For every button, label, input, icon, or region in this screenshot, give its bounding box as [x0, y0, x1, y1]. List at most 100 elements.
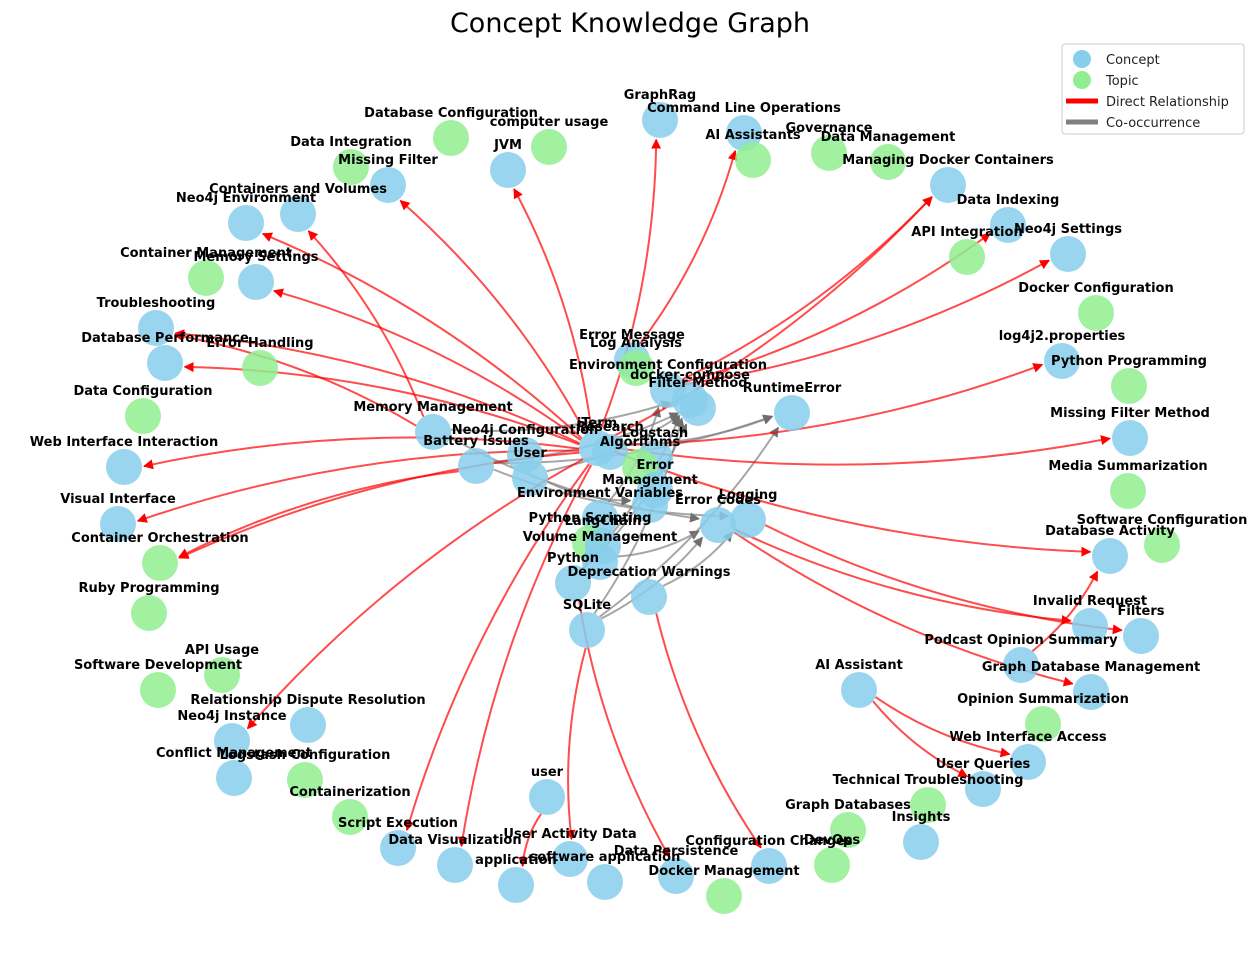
node-label-datamgmt: Data Management [821, 130, 956, 145]
node-label-neo4jinstance: Neo4j Instance [177, 709, 286, 724]
direct-relationship-edge [734, 528, 1072, 625]
topic-node-rubyprog[interactable] [131, 595, 167, 631]
node-label-dockermgmt: Docker Management [648, 864, 799, 879]
topic-node-errorhandling[interactable] [242, 350, 278, 386]
concept-node-dbactivity[interactable] [1092, 538, 1128, 574]
concept-node-userqueries[interactable] [965, 771, 1001, 807]
concept-node-graphrag[interactable] [642, 102, 678, 138]
topic-node-softwareconfig[interactable] [1144, 527, 1180, 563]
topic-node-governance[interactable] [811, 135, 847, 171]
concept-node-dbperformance[interactable] [147, 345, 183, 381]
concept-node-memorymgmt[interactable] [415, 414, 451, 450]
topic-node-containerorch[interactable] [142, 545, 178, 581]
concept-node-deprecation[interactable] [631, 579, 667, 615]
node-label-dataindexing: Data Indexing [957, 193, 1060, 208]
node-label-podcastopinion: Podcast Opinion Summary [924, 633, 1118, 648]
concept-node-user2[interactable] [529, 779, 565, 815]
node-label-rubyprog: Ruby Programming [78, 581, 219, 596]
concept-node-errorcodes[interactable] [700, 507, 736, 543]
concept-node-user[interactable] [512, 460, 548, 496]
topic-node-apiintegration[interactable] [949, 239, 985, 275]
node-label-containersvolumes: Containers and Volumes [209, 182, 387, 197]
concept-node-podcastopinion[interactable] [1003, 647, 1039, 683]
concept-node-conflictmgmt[interactable] [216, 760, 252, 796]
concept-node-graphdbmgmt[interactable] [1073, 674, 1109, 710]
concept-node-jvm[interactable] [490, 152, 526, 188]
topic-node-dockermgmt[interactable] [706, 878, 742, 914]
direct-relationship-edge [655, 613, 762, 849]
node-label-envvars: Environment Variables [517, 486, 683, 501]
concept-node-containersvolumes[interactable] [280, 196, 316, 232]
concept-node-invalidrequest[interactable] [1072, 608, 1108, 644]
concept-node-webinterfaceaccess[interactable] [1010, 744, 1046, 780]
legend-direct-label: Direct Relationship [1106, 95, 1229, 110]
concept-node-aiassistant[interactable] [841, 672, 877, 708]
topic-node-opinionsummarization[interactable] [1025, 706, 1061, 742]
node-label-sqlite: SQLite [563, 598, 611, 613]
concept-node-python[interactable] [555, 565, 591, 601]
concept-node-relationshipdispute[interactable] [290, 707, 326, 743]
topic-node-mediasummarization[interactable] [1110, 473, 1146, 509]
topic-node-computerusage[interactable] [531, 129, 567, 165]
concept-node-scriptexecution[interactable] [380, 830, 416, 866]
concept-node-websearch[interactable] [592, 434, 628, 470]
node-label-dbactivity: Database Activity [1045, 524, 1175, 539]
concept-node-batteryissues[interactable] [458, 448, 494, 484]
concept-node-datapersistence[interactable] [658, 858, 694, 894]
concept-node-missingfiltermethod[interactable] [1112, 420, 1148, 456]
concept-node-filtermethod[interactable] [680, 390, 716, 426]
topic-node-containerization[interactable] [332, 799, 368, 835]
topic-node-dataintegration[interactable] [333, 149, 369, 185]
topic-node-techtroubleshooting[interactable] [910, 787, 946, 823]
topic-node-logstashconfig[interactable] [287, 762, 323, 798]
direct-relationship-edge [614, 435, 1111, 466]
node-label-configchanges: Configuration Changes [685, 834, 852, 849]
topic-node-graphdatabases[interactable] [830, 812, 866, 848]
node-label-pythonscripting: Python Scripting [529, 511, 652, 526]
topic-node-devops[interactable] [814, 847, 850, 883]
concept-node-neo4jenv[interactable] [228, 205, 264, 241]
concept-node-runtimeerror[interactable] [774, 395, 810, 431]
concept-node-filters[interactable] [1123, 618, 1159, 654]
node-label-batteryissues: Battery Issues [423, 434, 529, 449]
node-label-application: application [475, 853, 557, 868]
concept-node-softwareapp[interactable] [587, 864, 623, 900]
node-label-dbconfig: Database Configuration [364, 106, 538, 121]
concept-node-webinterface[interactable] [106, 449, 142, 485]
concept-node-application[interactable] [498, 867, 534, 903]
concept-node-dataviz[interactable] [437, 847, 473, 883]
topic-node-loganalysis[interactable] [618, 350, 654, 386]
node-label-dbperformance: Database Performance [81, 331, 249, 346]
concept-node-managingdocker[interactable] [930, 167, 966, 203]
concept-node-configchanges[interactable] [751, 848, 787, 884]
concept-node-log4j2[interactable] [1044, 343, 1080, 379]
concept-node-sqlite[interactable] [569, 612, 605, 648]
topic-node-dbconfig[interactable] [433, 120, 469, 156]
concept-node-visualinterface[interactable] [100, 506, 136, 542]
concept-node-troubleshooting[interactable] [138, 310, 174, 346]
topic-node-aiassistants[interactable] [735, 142, 771, 178]
legend-topic-marker [1073, 71, 1091, 89]
concept-node-insights[interactable] [903, 824, 939, 860]
concept-node-volumemgmt[interactable] [582, 544, 618, 580]
node-label-filters: Filters [1118, 604, 1165, 619]
concept-node-dbmanagement[interactable] [632, 487, 668, 523]
concept-node-missingfilter[interactable] [370, 167, 406, 203]
topic-node-pythonprog[interactable] [1111, 368, 1147, 404]
concept-node-logging[interactable] [730, 502, 766, 538]
concept-node-memorysettings[interactable] [238, 264, 274, 300]
topic-node-containermgmt[interactable] [188, 260, 224, 296]
topic-node-datamgmt[interactable] [870, 144, 906, 180]
concept-node-neo4jinstance[interactable] [214, 723, 250, 759]
concept-node-useractivity[interactable] [552, 841, 588, 877]
topic-node-dockerconfig[interactable] [1078, 295, 1114, 331]
topic-node-softwaredev[interactable] [140, 672, 176, 708]
node-label-aiassistant: AI Assistant [815, 658, 903, 673]
node-label-softwareapp: software application [530, 850, 681, 865]
topic-node-dataconfig[interactable] [125, 398, 161, 434]
concept-node-neo4jsettings[interactable] [1050, 236, 1086, 272]
concept-node-dataindexing[interactable] [990, 207, 1026, 243]
topic-node-apiusage[interactable] [204, 657, 240, 693]
